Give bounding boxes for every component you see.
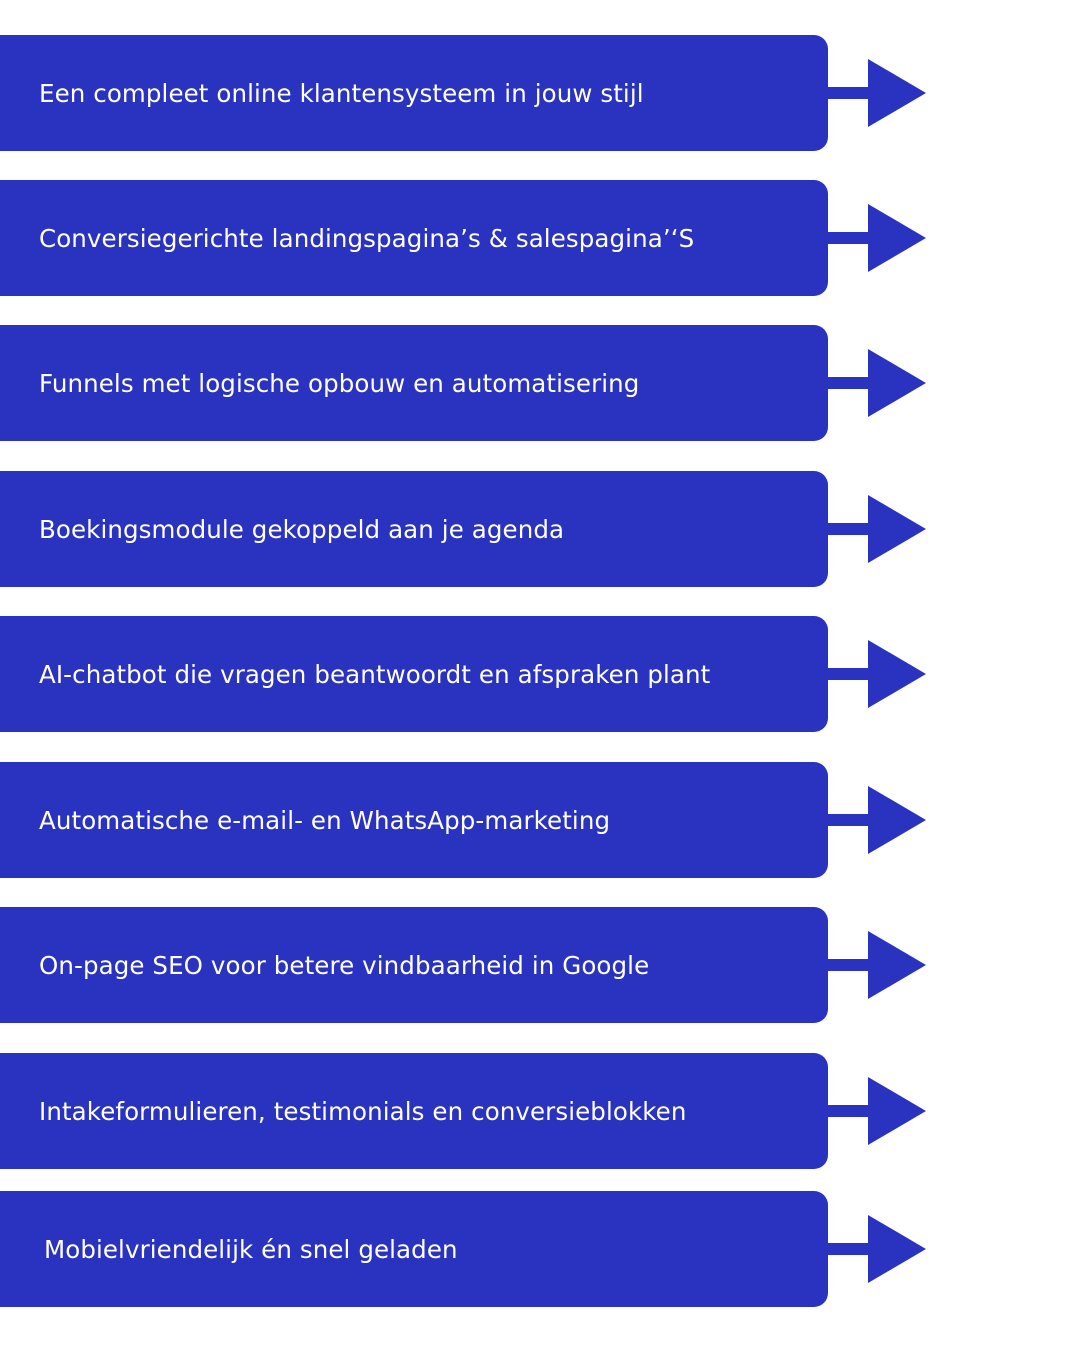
- feature-label: Een compleet online klantensysteem in jo…: [39, 78, 644, 108]
- feature-label: Intakeformulieren, testimonials en conve…: [39, 1096, 687, 1126]
- feature-row: Boekingsmodule gekoppeld aan je agenda: [0, 471, 930, 587]
- feature-row: Conversiegerichte landingspagina’s & sal…: [0, 180, 930, 296]
- feature-bar: Boekingsmodule gekoppeld aan je agenda: [0, 471, 828, 587]
- feature-label: On-page SEO voor betere vindbaarheid in …: [39, 950, 650, 980]
- feature-row: Een compleet online klantensysteem in jo…: [0, 35, 930, 151]
- arrow-right-icon: [826, 786, 926, 854]
- feature-bar: Conversiegerichte landingspagina’s & sal…: [0, 180, 828, 296]
- feature-bar: AI-chatbot die vragen beantwoordt en afs…: [0, 616, 828, 732]
- arrow-right-icon: [826, 1077, 926, 1145]
- feature-label: AI-chatbot die vragen beantwoordt en afs…: [39, 659, 711, 689]
- arrow-right-icon: [826, 1215, 926, 1283]
- feature-label: Automatische e-mail- en WhatsApp-marketi…: [39, 805, 611, 835]
- arrow-right-icon: [826, 59, 926, 127]
- feature-bar: Automatische e-mail- en WhatsApp-marketi…: [0, 762, 828, 878]
- feature-row: AI-chatbot die vragen beantwoordt en afs…: [0, 616, 930, 732]
- arrow-right-icon: [826, 349, 926, 417]
- arrow-right-icon: [826, 204, 926, 272]
- feature-label: Funnels met logische opbouw en automatis…: [39, 368, 640, 398]
- feature-bar: Mobielvriendelijk én snel geladen: [0, 1191, 828, 1307]
- feature-label: Mobielvriendelijk én snel geladen: [44, 1234, 458, 1264]
- feature-row: On-page SEO voor betere vindbaarheid in …: [0, 907, 930, 1023]
- feature-bar: Funnels met logische opbouw en automatis…: [0, 325, 828, 441]
- feature-row: Mobielvriendelijk én snel geladen: [0, 1191, 930, 1307]
- feature-row: Funnels met logische opbouw en automatis…: [0, 325, 930, 441]
- feature-row: Intakeformulieren, testimonials en conve…: [0, 1053, 930, 1169]
- feature-bar: Een compleet online klantensysteem in jo…: [0, 35, 828, 151]
- arrow-right-icon: [826, 640, 926, 708]
- feature-label: Boekingsmodule gekoppeld aan je agenda: [39, 514, 565, 544]
- arrow-right-icon: [826, 495, 926, 563]
- arrow-right-icon: [826, 931, 926, 999]
- feature-bar: On-page SEO voor betere vindbaarheid in …: [0, 907, 828, 1023]
- feature-row: Automatische e-mail- en WhatsApp-marketi…: [0, 762, 930, 878]
- feature-label: Conversiegerichte landingspagina’s & sal…: [39, 223, 695, 253]
- feature-bar: Intakeformulieren, testimonials en conve…: [0, 1053, 828, 1169]
